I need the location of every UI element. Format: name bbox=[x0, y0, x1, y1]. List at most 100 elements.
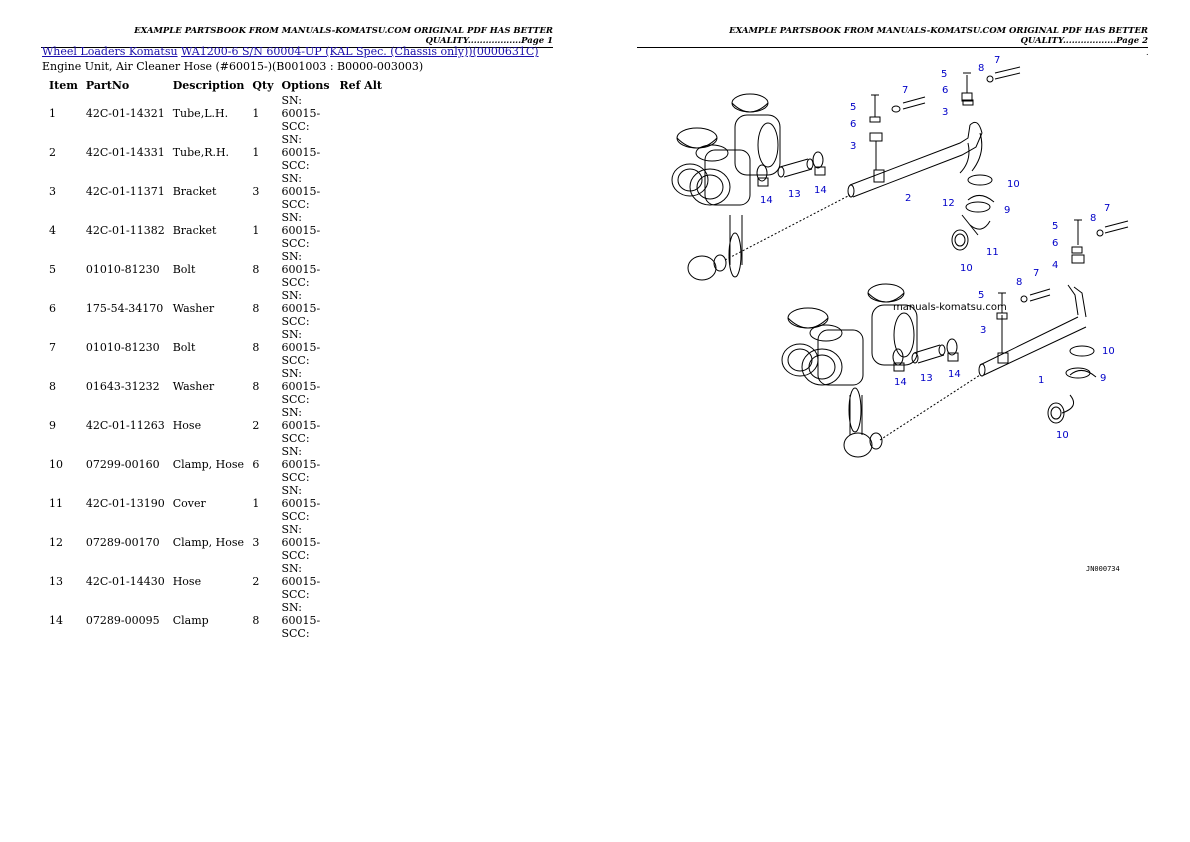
cell-qty: 2 bbox=[252, 419, 260, 432]
cell-ref-alt bbox=[335, 523, 386, 562]
cell-options: SN: 60015-SCC: bbox=[281, 328, 321, 367]
cell-qty: 8 bbox=[252, 380, 260, 393]
cell-item: 4 bbox=[49, 224, 56, 237]
cell-options: SN: 60015-SCC: bbox=[281, 250, 321, 289]
cell-ref-alt bbox=[335, 328, 386, 367]
callout-9: 9 bbox=[1100, 373, 1106, 384]
callout-3: 3 bbox=[942, 107, 948, 118]
callout-14: 14 bbox=[948, 369, 961, 380]
callout-10: 10 bbox=[1007, 179, 1020, 190]
parts-diagram: 5 8 7 6 3 5 7 6 3 2 14 13 14 10 12 9 11 … bbox=[671, 55, 1129, 458]
callout-8: 8 bbox=[978, 63, 984, 74]
table-header-row: Item PartNo Description Qty Options Ref … bbox=[45, 76, 386, 94]
page-title: Engine Unit, Air Cleaner Hose (#60015-)(… bbox=[42, 60, 424, 73]
callout-10: 10 bbox=[960, 263, 973, 274]
callout-6: 6 bbox=[942, 85, 948, 96]
cell-options: SN: 60015-SCC: bbox=[281, 211, 321, 250]
cell-description: Hose bbox=[172, 575, 202, 588]
callout-5: 5 bbox=[941, 69, 947, 80]
cell-options: SN: 60015-SCC: bbox=[281, 445, 321, 484]
cell-ref-alt bbox=[335, 484, 386, 523]
callout-5: 5 bbox=[978, 290, 984, 301]
cell-ref-alt bbox=[335, 406, 386, 445]
cell-qty: 1 bbox=[252, 497, 260, 510]
page-header-1: EXAMPLE PARTSBOOK FROM MANUALS-KOMATSU.C… bbox=[41, 26, 553, 48]
cell-options: SN: 60015-SCC: bbox=[281, 562, 321, 601]
cell-partno: 42C-01-11371 bbox=[85, 185, 165, 198]
cell-partno: 175-54-34170 bbox=[85, 302, 164, 315]
cell-ref-alt bbox=[335, 445, 386, 484]
cell-partno: 42C-01-14321 bbox=[85, 107, 165, 120]
breadcrumb-link-model-family[interactable]: Wheel Loaders Komatsu bbox=[42, 45, 178, 58]
callout-7: 7 bbox=[1033, 268, 1039, 279]
cell-qty: 1 bbox=[252, 146, 260, 159]
callout-12: 12 bbox=[942, 198, 955, 209]
cell-description: Washer bbox=[172, 302, 215, 315]
cell-ref-alt bbox=[335, 94, 386, 133]
callout-1: 1 bbox=[1038, 375, 1044, 386]
cell-ref-alt bbox=[335, 211, 386, 250]
cell-description: Bolt bbox=[172, 341, 196, 354]
cell-options: SN: 60015-SCC: bbox=[281, 172, 321, 211]
cell-partno: 42C-01-14331 bbox=[85, 146, 165, 159]
cell-partno: 42C-01-11382 bbox=[85, 224, 165, 237]
cell-ref-alt bbox=[335, 562, 386, 601]
cell-options: SN: 60015-SCC: bbox=[281, 94, 321, 133]
cell-qty: 1 bbox=[252, 107, 260, 120]
cell-options: SN: 60015-SCC: bbox=[281, 484, 321, 523]
cell-qty: 1 bbox=[252, 224, 260, 237]
callout-13: 13 bbox=[920, 373, 933, 384]
callout-3: 3 bbox=[850, 141, 856, 152]
cell-description: Bracket bbox=[172, 185, 217, 198]
cell-partno: 01643-31232 bbox=[85, 380, 160, 393]
cell-partno: 42C-01-11263 bbox=[85, 419, 165, 432]
watermark-text: manuals-komatsu.com bbox=[893, 302, 1007, 313]
callout-14: 14 bbox=[814, 185, 827, 196]
cell-description: Hose bbox=[172, 419, 202, 432]
callout-14: 14 bbox=[760, 195, 773, 206]
cell-qty: 8 bbox=[252, 614, 260, 627]
cell-partno: 01010-81230 bbox=[85, 341, 160, 354]
cell-item: 9 bbox=[49, 419, 56, 432]
cell-item: 3 bbox=[49, 185, 56, 198]
cell-options: SN: 60015-SCC: bbox=[281, 133, 321, 172]
callout-2: 2 bbox=[905, 193, 911, 204]
corner-mark: . bbox=[1146, 48, 1149, 57]
column-header-ref-alt: Ref Alt bbox=[339, 78, 382, 92]
cell-item: 14 bbox=[49, 614, 63, 627]
cell-qty: 2 bbox=[252, 575, 260, 588]
cell-description: Bolt bbox=[172, 263, 196, 276]
cell-ref-alt bbox=[335, 133, 386, 172]
callout-13: 13 bbox=[788, 189, 801, 200]
cell-qty: 6 bbox=[252, 458, 260, 471]
cell-description: Tube,L.H. bbox=[172, 107, 229, 120]
cell-description: Washer bbox=[172, 380, 215, 393]
cell-partno: 07289-00095 bbox=[85, 614, 160, 627]
callout-6: 6 bbox=[1052, 238, 1058, 249]
cell-qty: 8 bbox=[252, 302, 260, 315]
cell-ref-alt bbox=[335, 289, 386, 328]
cell-partno: 07289-00170 bbox=[85, 536, 160, 549]
cell-options: SN: 60015-SCC: bbox=[281, 406, 321, 445]
parts-table: Item PartNo Description Qty Options Ref … bbox=[45, 76, 386, 641]
cell-description: Tube,R.H. bbox=[172, 146, 230, 159]
cell-qty: 3 bbox=[252, 536, 260, 549]
callout-10: 10 bbox=[1056, 430, 1069, 441]
cell-options: SN: 60015-SCC: bbox=[281, 523, 321, 562]
cell-partno: 01010-81230 bbox=[85, 263, 160, 276]
callout-7: 7 bbox=[902, 85, 908, 96]
breadcrumb-link-model[interactable]: WA1200-6 S/N 60004-UP (KAL Spec. (Chassi… bbox=[181, 45, 539, 58]
callout-14: 14 bbox=[894, 377, 907, 388]
cell-description: Clamp bbox=[172, 614, 209, 627]
